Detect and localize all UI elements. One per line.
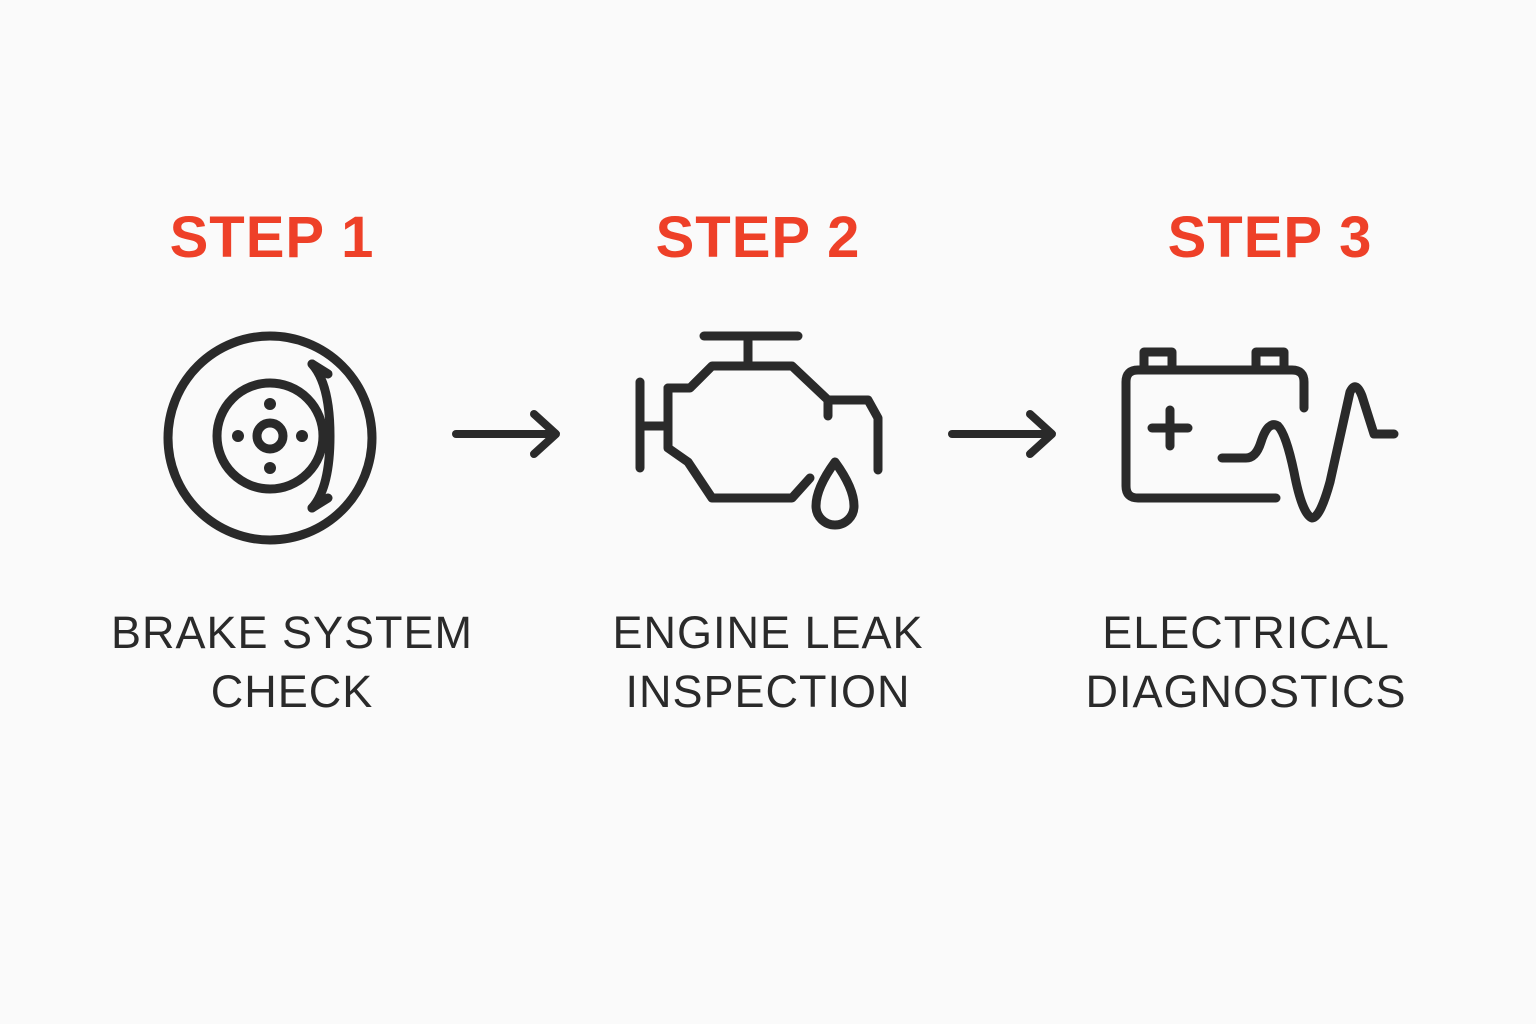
step-3-label-line2: DIAGNOSTICS (1085, 666, 1407, 717)
arrow-right-icon (948, 410, 1056, 458)
step-2-label-line1: ENGINE LEAK (612, 607, 924, 658)
battery-waveform-icon (1121, 347, 1399, 523)
arrow-right-icon (452, 410, 560, 458)
step-1-label-line2: CHECK (210, 666, 374, 717)
step-2-label: ENGINE LEAK INSPECTION (558, 603, 978, 721)
step-2-label-line2: INSPECTION (625, 666, 911, 717)
step-2-title: STEP 2 (655, 205, 861, 270)
step-1-label: BRAKE SYSTEM CHECK (82, 603, 502, 721)
step-1-title: STEP 1 (169, 205, 375, 270)
step-1-label-line1: BRAKE SYSTEM (110, 607, 474, 658)
engine-oil-drop-icon (635, 331, 883, 530)
step-3-title: STEP 3 (1167, 205, 1373, 270)
step-3-label-line1: ELECTRICAL (1102, 607, 1390, 658)
step-3-label: ELECTRICAL DIAGNOSTICS (1036, 603, 1456, 721)
brake-disc-icon (163, 331, 377, 545)
